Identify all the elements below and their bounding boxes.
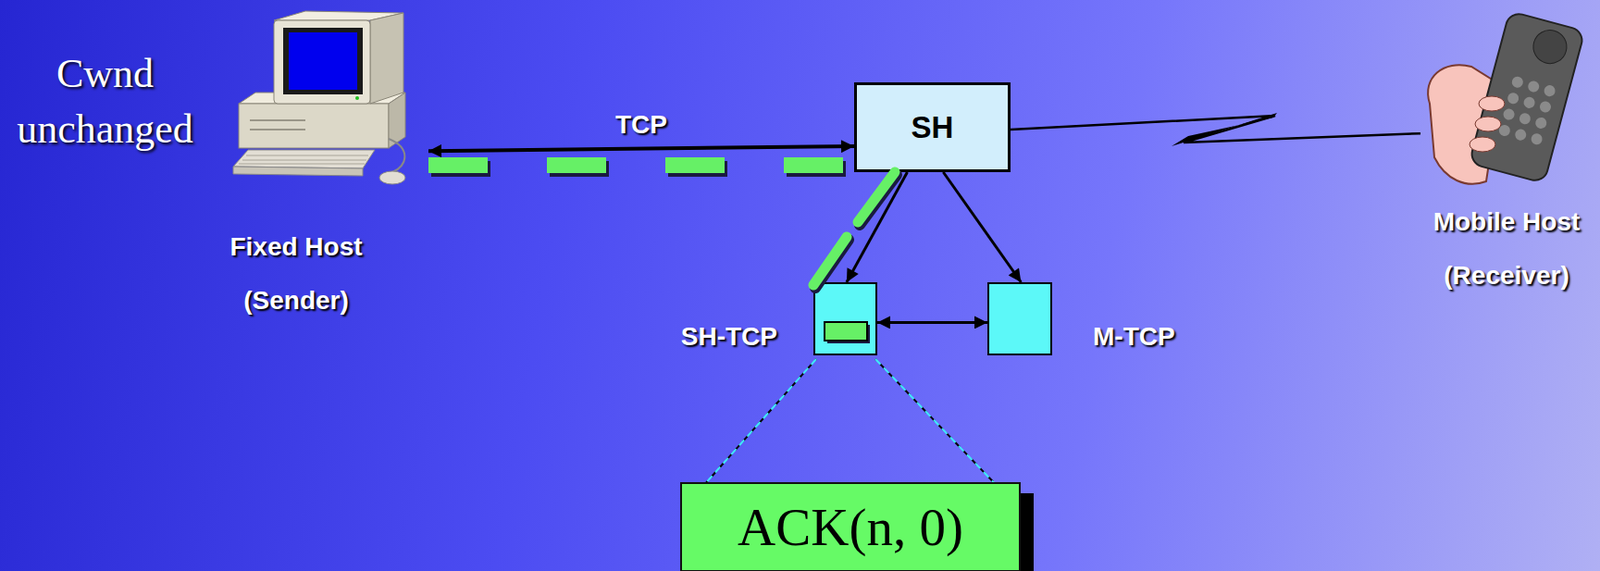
node-text: Fixed Host (Sender) <box>203 220 389 328</box>
zoom-lines <box>875 359 1005 495</box>
packet-path <box>813 236 847 286</box>
phone-illustration <box>1506 91 1521 106</box>
zoom-lines <box>695 359 817 495</box>
tcp-packets <box>546 157 607 174</box>
buffered-packet <box>824 322 870 344</box>
process-box: SH <box>854 82 1011 173</box>
computer-illustration <box>379 171 406 185</box>
computer-illustration <box>273 20 371 104</box>
computer-illustration <box>238 163 365 165</box>
zoom-lines <box>875 359 1005 495</box>
phone-illustration <box>1526 79 1541 94</box>
computer-illustration <box>288 32 358 90</box>
packet-path <box>815 239 849 288</box>
phone-illustration <box>1522 96 1537 111</box>
packet-path <box>857 172 895 223</box>
zoom-lines <box>695 359 1005 495</box>
phone-illustration <box>1518 111 1533 126</box>
connector <box>942 172 1021 283</box>
computer-illustration <box>233 149 375 169</box>
host-node: Fixed Host (Sender) <box>185 10 429 332</box>
packet-path <box>813 172 897 288</box>
ack-box: ACK(n, 0) <box>680 482 1021 571</box>
packet-path <box>859 174 897 225</box>
phone-illustration <box>1534 116 1549 131</box>
phone-illustration <box>1510 74 1525 89</box>
computer-illustration <box>242 160 367 162</box>
phone-illustration <box>1475 116 1501 132</box>
phone-illustration <box>1513 127 1528 142</box>
computer-illustration <box>249 119 306 122</box>
phone-illustration <box>1427 11 1585 185</box>
note-label: Cwnd unchanged <box>5 46 205 158</box>
phone-illustration <box>1468 11 1585 184</box>
connector <box>428 146 855 151</box>
computer-illustration <box>233 11 406 185</box>
phone-illustration <box>1468 11 1585 184</box>
computer-illustration <box>238 103 389 149</box>
phone-illustration <box>1529 132 1544 147</box>
node-text: SH-TCP <box>681 321 778 353</box>
node-text: Mobile Host (Receiver) <box>1420 195 1593 303</box>
connector <box>846 172 908 283</box>
computer-illustration <box>246 155 369 157</box>
zoom-lines <box>695 359 817 495</box>
computer-illustration <box>283 27 363 95</box>
node-text: SH <box>911 110 955 146</box>
edge-label: TCP <box>615 109 668 141</box>
connector <box>1010 115 1421 143</box>
node-text: ACK(n, 0) <box>737 500 964 554</box>
host-node: Mobile Host (Receiver) <box>1420 10 1593 307</box>
computer-illustration <box>370 12 404 104</box>
tcp-packets <box>665 157 725 174</box>
buffer-box: SH-TCP <box>813 282 878 356</box>
buffered-packet <box>824 322 868 341</box>
connector <box>877 321 988 324</box>
tcp-packets <box>428 157 488 174</box>
phone-illustration <box>1478 96 1505 112</box>
phone-illustration <box>1529 26 1571 68</box>
computer-illustration <box>388 138 405 173</box>
tcp-packets <box>783 157 844 174</box>
node-text: M-TCP <box>1092 321 1176 353</box>
computer-illustration <box>233 166 363 176</box>
phone-illustration <box>1501 107 1516 122</box>
tcp-packets <box>428 157 846 177</box>
computer-illustration <box>249 128 306 131</box>
phone-illustration <box>1538 99 1553 114</box>
phone-illustration <box>1542 84 1557 99</box>
buffer-box: M-TCP <box>987 282 1053 356</box>
buffered-packet <box>827 324 870 344</box>
computer-illustration <box>355 96 360 100</box>
phone-illustration <box>1469 136 1496 152</box>
